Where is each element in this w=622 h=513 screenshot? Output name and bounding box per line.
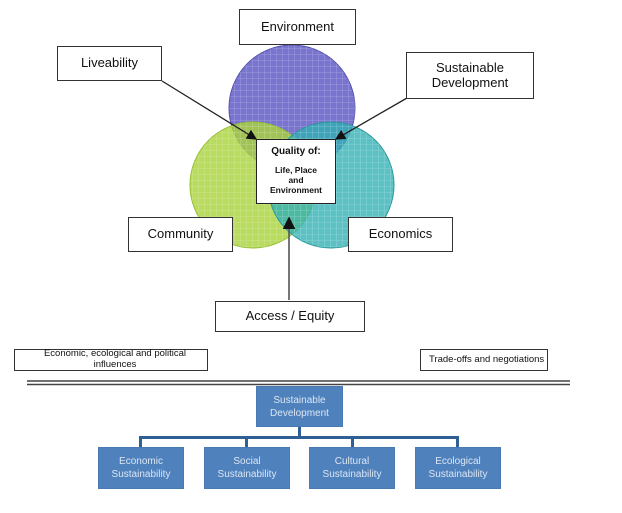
- org-child-box: Social Sustainability: [204, 447, 290, 489]
- org-connector-child-3: [351, 436, 354, 447]
- liveability-label: Liveability: [57, 46, 162, 81]
- org-connector-horizontal: [139, 436, 459, 439]
- economics-label: Economics: [348, 217, 453, 252]
- quality-of-box: Quality of: Life, Place and Environment: [256, 139, 336, 204]
- access-equity-label: Access / Equity: [215, 301, 365, 332]
- sustainable-development-label: Sustainable Development: [406, 52, 534, 99]
- org-connector-child-1: [139, 436, 142, 447]
- org-connector-child-4: [456, 436, 459, 447]
- org-root-box: Sustainable Development: [256, 386, 343, 427]
- influences-right-label: Trade-offs and negotiations: [420, 349, 548, 371]
- org-child-box: Cultural Sustainability: [309, 447, 395, 489]
- quality-body: Life, Place and Environment: [270, 165, 322, 196]
- arrow-sustainable-development: [334, 97, 408, 140]
- org-child-box: Ecological Sustainability: [415, 447, 501, 489]
- environment-label: Environment: [239, 9, 356, 45]
- org-child-box: Economic Sustainability: [98, 447, 184, 489]
- org-connector-vertical: [298, 427, 301, 437]
- quality-title: Quality of:: [271, 146, 321, 157]
- influences-left-label: Economic, ecological and political influ…: [14, 348, 208, 371]
- org-connector-child-2: [245, 436, 248, 447]
- arrow-liveability: [161, 80, 258, 140]
- community-label: Community: [128, 217, 233, 252]
